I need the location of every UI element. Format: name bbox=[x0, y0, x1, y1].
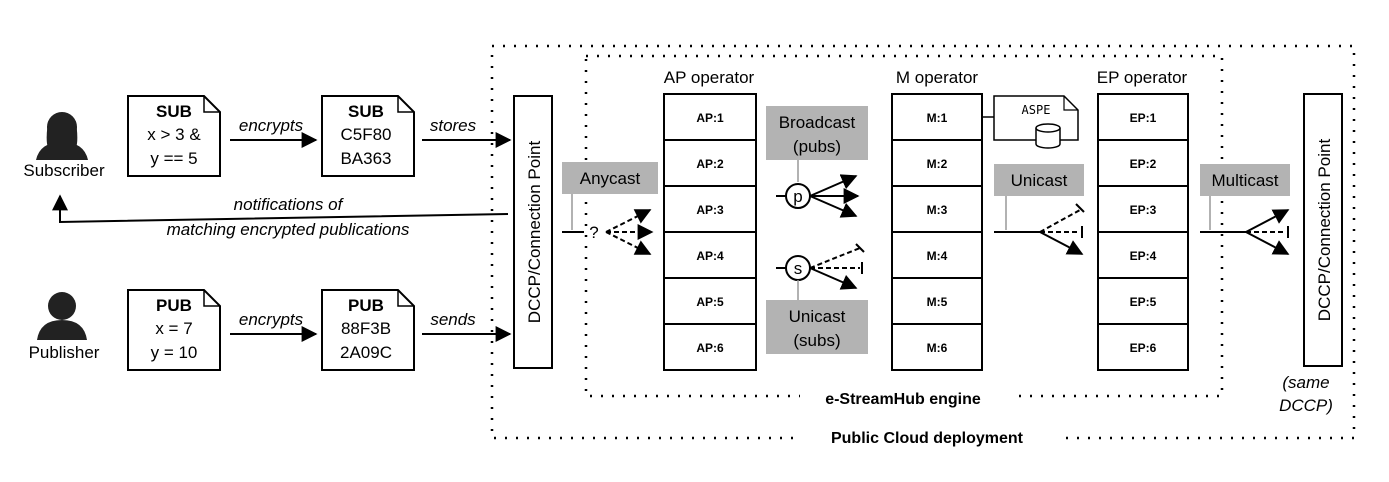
notifications-arrow bbox=[52, 194, 509, 224]
anycast-question: ? bbox=[589, 223, 598, 242]
subscriber-icon bbox=[36, 112, 88, 160]
cloud-label: Public Cloud deployment bbox=[831, 430, 1024, 447]
unicast-subs-box bbox=[766, 300, 868, 354]
m-cell: M:5 bbox=[927, 295, 948, 309]
database-icon bbox=[1035, 123, 1061, 149]
engine-boundary bbox=[584, 54, 1224, 398]
sub-enc-line1: C5F80 bbox=[340, 125, 391, 144]
subscriber-label: Subscriber bbox=[23, 161, 105, 180]
ep-cell: EP:1 bbox=[1130, 111, 1157, 125]
sends-label: sends bbox=[430, 310, 476, 329]
dccp-right-label: DCCP/Connection Point bbox=[1315, 139, 1334, 322]
ap-operator-title: AP operator bbox=[664, 68, 755, 87]
publisher-label: Publisher bbox=[29, 343, 100, 362]
dccp-left-box bbox=[513, 95, 553, 369]
encrypts-pub-label: encrypts bbox=[239, 310, 304, 329]
m-cell: M:3 bbox=[927, 203, 948, 217]
notifications-line1: notifications of bbox=[234, 195, 345, 214]
ap-cell: AP:5 bbox=[696, 295, 724, 309]
sub-enc-title: SUB bbox=[348, 102, 384, 121]
sub-plain-line1: x > 3 & bbox=[147, 125, 201, 144]
sub-plain-doc: SUB x > 3 & y == 5 bbox=[127, 95, 221, 177]
engine-label: e-StreamHub engine bbox=[825, 391, 981, 408]
broadcast-line2: (pubs) bbox=[793, 137, 841, 156]
m-cell: M:4 bbox=[927, 249, 948, 263]
unicast-subs-line1: Unicast bbox=[789, 307, 846, 326]
ap-cell: AP:2 bbox=[696, 157, 724, 171]
notifications-line2: matching encrypted publications bbox=[167, 220, 410, 239]
ap-cell: AP:3 bbox=[696, 203, 724, 217]
s-symbol: s bbox=[794, 259, 803, 278]
anycast-box bbox=[562, 162, 658, 194]
pub-enc-title: PUB bbox=[348, 296, 384, 315]
dccp-left-label: DCCP/Connection Point bbox=[525, 141, 544, 324]
pub-enc-doc: PUB 88F3B 2A09C bbox=[321, 289, 415, 371]
ep-cell: EP:4 bbox=[1130, 249, 1157, 263]
m-cell: M:2 bbox=[927, 157, 948, 171]
pub-enc-line1: 88F3B bbox=[341, 319, 391, 338]
publisher-icon bbox=[37, 292, 87, 340]
unicast-subs-line2: (subs) bbox=[793, 331, 840, 350]
ap-operator: AP:1 AP:2 AP:3 AP:4 AP:5 AP:6 bbox=[663, 93, 757, 371]
m-cell: M:1 bbox=[927, 111, 948, 125]
pub-plain-doc: PUB x = 7 y = 10 bbox=[127, 289, 221, 371]
sub-enc-line2: BA363 bbox=[340, 149, 391, 168]
anycast-label: Anycast bbox=[580, 169, 641, 188]
aspe-label: ASPE bbox=[1022, 103, 1051, 117]
dccp-right-box bbox=[1303, 93, 1343, 367]
stores-label: stores bbox=[430, 116, 477, 135]
same-dccp-line2: DCCP) bbox=[1279, 396, 1333, 415]
ep-cell: EP:3 bbox=[1130, 203, 1157, 217]
m-cell: M:6 bbox=[927, 341, 948, 355]
multicast-box bbox=[1200, 164, 1290, 196]
ap-cell: AP:1 bbox=[696, 111, 724, 125]
sub-enc-doc: SUB C5F80 BA363 bbox=[321, 95, 415, 177]
unicast-label: Unicast bbox=[1011, 171, 1068, 190]
same-dccp-line1: (same bbox=[1282, 373, 1329, 392]
encrypts-sub-label: encrypts bbox=[239, 116, 304, 135]
pub-plain-line1: x = 7 bbox=[155, 319, 192, 338]
sub-plain-title: SUB bbox=[156, 102, 192, 121]
multicast-label: Multicast bbox=[1211, 171, 1278, 190]
m-operator-title: M operator bbox=[896, 68, 979, 87]
ep-operator-title: EP operator bbox=[1097, 68, 1188, 87]
pub-plain-title: PUB bbox=[156, 296, 192, 315]
pub-enc-line2: 2A09C bbox=[340, 343, 392, 362]
ep-cell: EP:5 bbox=[1130, 295, 1157, 309]
sub-plain-line2: y == 5 bbox=[150, 149, 197, 168]
ep-cell: EP:2 bbox=[1130, 157, 1157, 171]
ep-cell: EP:6 bbox=[1130, 341, 1157, 355]
unicast-box bbox=[994, 164, 1084, 196]
pub-plain-line2: y = 10 bbox=[151, 343, 198, 362]
ap-cell: AP:4 bbox=[696, 249, 724, 263]
broadcast-box bbox=[766, 106, 868, 160]
broadcast-line1: Broadcast bbox=[779, 113, 856, 132]
aspe-doc: ASPE bbox=[982, 95, 1079, 141]
p-symbol: p bbox=[793, 187, 802, 206]
m-operator: M:1 M:2 M:3 M:4 M:5 M:6 bbox=[891, 93, 983, 371]
ap-cell: AP:6 bbox=[696, 341, 724, 355]
ep-operator: EP:1 EP:2 EP:3 EP:4 EP:5 EP:6 bbox=[1097, 93, 1189, 371]
